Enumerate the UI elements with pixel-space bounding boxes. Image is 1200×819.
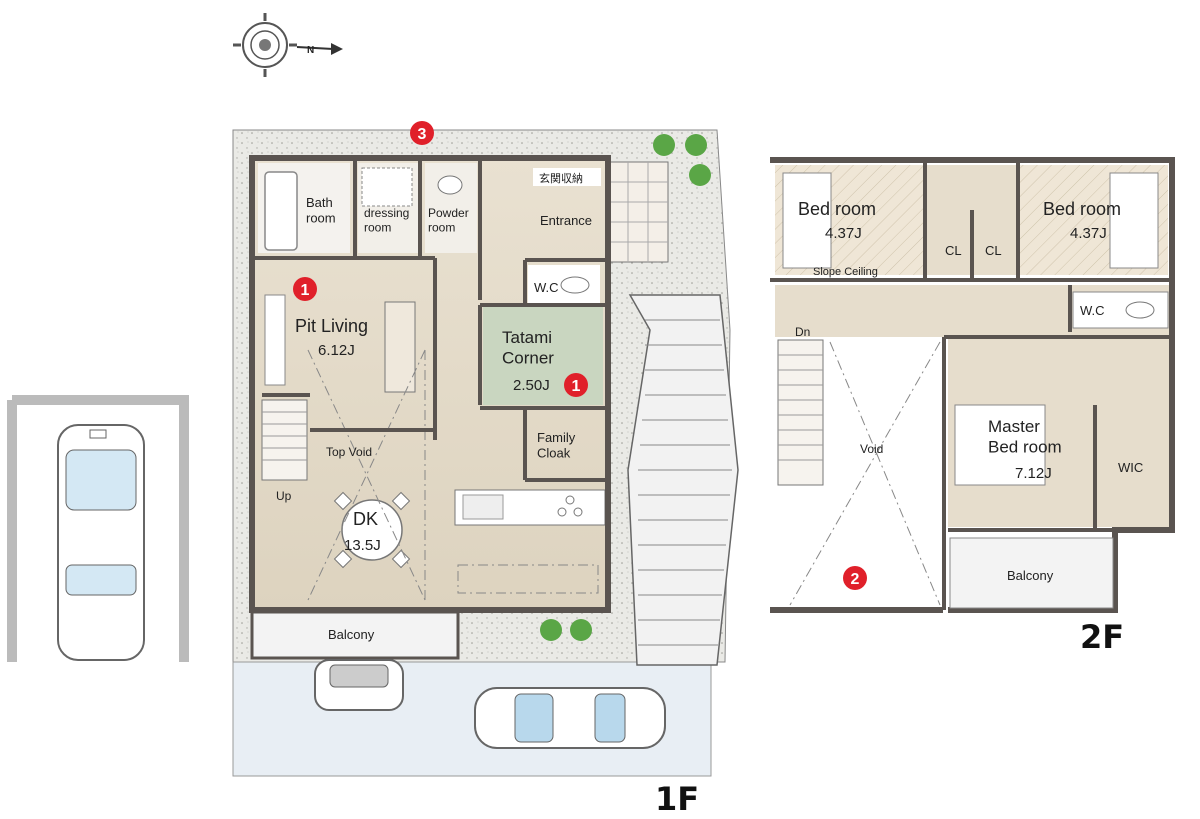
void-label: Void (860, 442, 883, 456)
tatami-size: 2.50J (513, 377, 550, 394)
marker-3: 3 (410, 121, 434, 145)
cl-right-label: CL (985, 243, 1002, 258)
cl-left-label: CL (945, 243, 962, 258)
bed-room-right-label: Bed room (1043, 199, 1121, 219)
entrance-label: Entrance (540, 213, 592, 228)
bed-room-right-size: 4.37J (1070, 225, 1107, 242)
wc-1f-label: W.C (534, 280, 559, 295)
marker-1-tatami: 1 (564, 373, 588, 397)
bed-room-left-size: 4.37J (825, 225, 862, 242)
tree-icon (540, 134, 711, 641)
svg-text:2: 2 (851, 571, 860, 588)
storage-label: 玄関収納 (539, 171, 583, 185)
wic-label: WIC (1118, 460, 1143, 475)
compass-icon: N (233, 13, 343, 77)
pit-living-size: 6.12J (318, 342, 355, 359)
slope-ceiling-label: Slope Ceiling (813, 266, 878, 278)
svg-text:1: 1 (572, 378, 581, 395)
marker-2: 2 (843, 566, 867, 590)
pit-living-label: Pit Living (295, 316, 368, 336)
dk-size: 13.5J (344, 537, 381, 554)
up-label: Up (276, 489, 292, 503)
car-icon (474, 687, 666, 749)
dk-label: DK (353, 509, 378, 529)
dn-label: Dn (795, 325, 810, 339)
north-label: N (307, 45, 314, 56)
carport (7, 395, 189, 662)
master-bed-room-size: 7.12J (1015, 465, 1052, 482)
wc-2f-label: W.C (1080, 303, 1105, 318)
svg-text:3: 3 (418, 126, 427, 143)
bed-room-left-label: Bed room (798, 199, 876, 219)
balcony-1f-label: Balcony (328, 627, 375, 642)
floor2-plan: Bed room 4.37J Bed room 4.37J CL CL Slop… (770, 157, 1175, 656)
top-void-label: Top Void (326, 445, 372, 459)
dining-table (333, 491, 411, 569)
marker-1-living: 1 (293, 277, 317, 301)
floor2-title: 2F (1080, 618, 1124, 656)
balcony-2f-label: Balcony (1007, 568, 1054, 583)
floor1-title: 1F (655, 780, 699, 818)
svg-text:1: 1 (301, 282, 310, 299)
